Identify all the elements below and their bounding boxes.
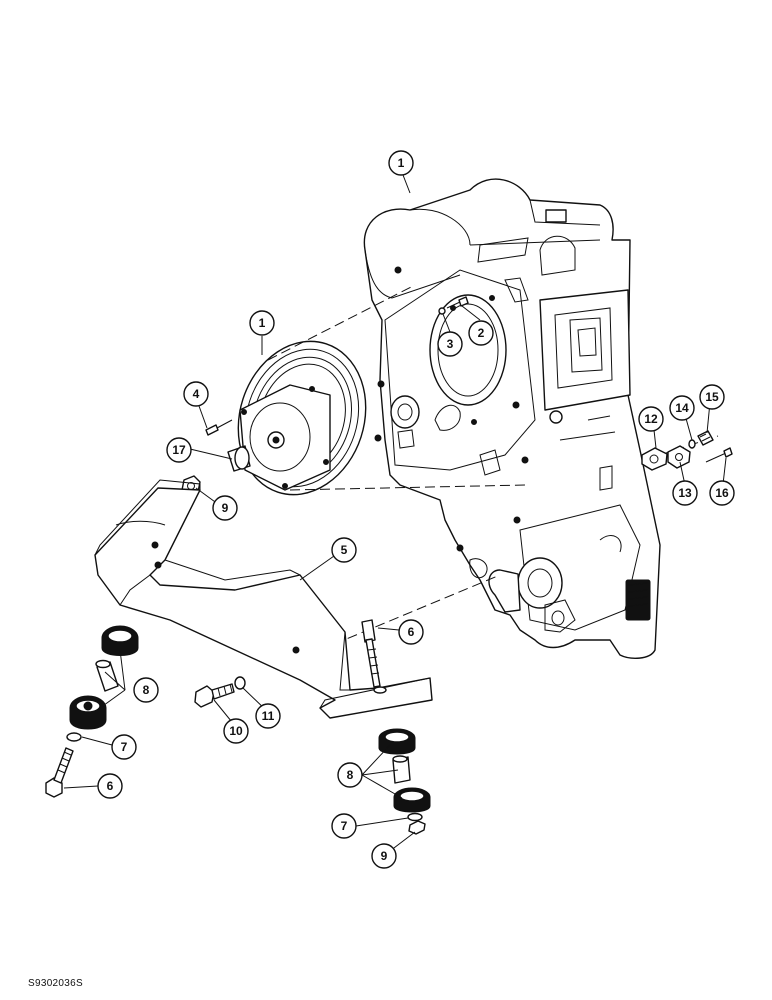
callout-6-lower: 6 bbox=[97, 773, 123, 799]
plate-13 bbox=[667, 445, 691, 469]
svg-text:3: 3 bbox=[447, 337, 454, 351]
callout-7-left: 7 bbox=[111, 734, 137, 760]
nut-9-lower bbox=[408, 820, 426, 835]
svg-text:9: 9 bbox=[381, 849, 388, 863]
svg-text:16: 16 bbox=[715, 486, 729, 500]
svg-text:14: 14 bbox=[675, 401, 689, 415]
callout-16: 16 bbox=[709, 480, 735, 506]
bolt-6-lower bbox=[45, 747, 74, 798]
svg-text:9: 9 bbox=[222, 501, 229, 515]
callout-1-converter: 1 bbox=[249, 310, 275, 336]
svg-text:17: 17 bbox=[172, 443, 186, 457]
svg-text:7: 7 bbox=[121, 740, 128, 754]
callout-9-lower: 9 bbox=[371, 843, 397, 869]
svg-text:12: 12 bbox=[644, 412, 658, 426]
svg-text:7: 7 bbox=[341, 819, 348, 833]
alignment-line-lower bbox=[289, 484, 526, 491]
mount-bracket-5 bbox=[94, 479, 433, 719]
oring-14 bbox=[688, 439, 696, 449]
callout-8-right: 8 bbox=[337, 762, 363, 788]
callout-4: 4 bbox=[183, 381, 209, 407]
svg-text:6: 6 bbox=[107, 779, 114, 793]
callouts: 1 1 2 3 4 5 6 6 bbox=[97, 150, 735, 869]
callout-10: 10 bbox=[223, 718, 249, 744]
svg-text:4: 4 bbox=[193, 387, 200, 401]
svg-text:13: 13 bbox=[678, 486, 692, 500]
callout-15: 15 bbox=[699, 384, 725, 410]
fitting-15 bbox=[697, 430, 714, 446]
torque-converter bbox=[237, 340, 367, 496]
alignment-line-upper bbox=[267, 284, 416, 361]
washer-7-right bbox=[407, 812, 423, 822]
callout-3: 3 bbox=[437, 331, 463, 357]
callout-5: 5 bbox=[331, 537, 357, 563]
isolator-stack-right bbox=[378, 728, 431, 813]
bolt-10 bbox=[194, 683, 235, 708]
bolt-4 bbox=[205, 419, 233, 436]
callout-2: 2 bbox=[468, 320, 494, 346]
svg-text:6: 6 bbox=[408, 625, 415, 639]
isolator-stack-left bbox=[69, 625, 139, 730]
callout-13: 13 bbox=[672, 480, 698, 506]
svg-text:5: 5 bbox=[341, 543, 348, 557]
svg-text:8: 8 bbox=[143, 683, 150, 697]
bushing-17 bbox=[227, 445, 251, 472]
callout-6-upper: 6 bbox=[398, 619, 424, 645]
callout-8-left: 8 bbox=[133, 677, 159, 703]
figure-id-label: S9302036S bbox=[28, 978, 83, 989]
washer-11 bbox=[234, 676, 246, 690]
svg-text:1: 1 bbox=[398, 156, 405, 170]
callout-9-upper: 9 bbox=[212, 495, 238, 521]
callout-11: 11 bbox=[255, 703, 281, 729]
svg-text:11: 11 bbox=[262, 709, 275, 723]
svg-text:15: 15 bbox=[705, 390, 719, 404]
bolt-16 bbox=[705, 447, 733, 463]
callout-12: 12 bbox=[638, 406, 664, 432]
gasket-12 bbox=[641, 447, 668, 471]
svg-text:10: 10 bbox=[229, 724, 243, 738]
callout-7-right: 7 bbox=[331, 813, 357, 839]
svg-text:8: 8 bbox=[347, 768, 354, 782]
svg-text:1: 1 bbox=[259, 316, 266, 330]
callout-14: 14 bbox=[669, 395, 695, 421]
callout-17: 17 bbox=[166, 437, 192, 463]
bolt-2 bbox=[446, 296, 469, 309]
svg-text:2: 2 bbox=[478, 326, 485, 340]
washer-7-left bbox=[66, 732, 82, 742]
alignment-line-mount bbox=[319, 574, 501, 651]
bolt-6-upper bbox=[361, 619, 381, 688]
transmission-housing bbox=[363, 178, 661, 659]
callout-1-housing: 1 bbox=[388, 150, 414, 176]
washer-3 bbox=[438, 307, 446, 315]
